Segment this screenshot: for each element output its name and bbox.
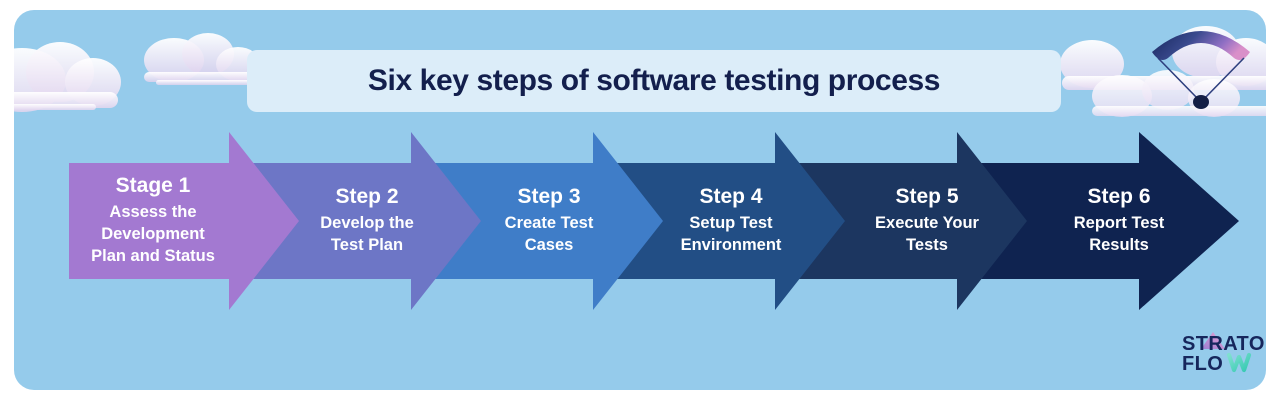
page-title: Six key steps of software testing proces… <box>367 64 941 97</box>
chevron-path-1 <box>69 132 299 310</box>
chevron-path-6 <box>979 132 1239 310</box>
sky-card: Six key steps of software testing proces… <box>14 10 1266 390</box>
title-plate: Six key steps of software testing proces… <box>247 50 1061 112</box>
chevron-path-4 <box>615 132 845 310</box>
chevron-shape-5[interactable] <box>797 128 1027 314</box>
stratoflow-logo[interactable]: STRATO FLO <box>1182 330 1266 374</box>
paraglider-icon <box>1152 31 1250 109</box>
chevron-shape-3[interactable] <box>433 128 663 314</box>
logo-line1: STRATO <box>1182 333 1265 355</box>
logo-line2: FLO <box>1182 353 1223 374</box>
chevron-shape-4[interactable] <box>615 128 845 314</box>
chevron-path-2 <box>251 132 481 310</box>
logo-accent-w <box>1226 352 1252 373</box>
chevron-path-3 <box>433 132 663 310</box>
chevron-shape-6[interactable] <box>979 128 1239 314</box>
chevron-path-5 <box>797 132 1027 310</box>
logo-accent-triangle <box>1201 332 1225 349</box>
chevron-shape-1[interactable] <box>69 128 299 314</box>
chevron-shape-2[interactable] <box>251 128 481 314</box>
